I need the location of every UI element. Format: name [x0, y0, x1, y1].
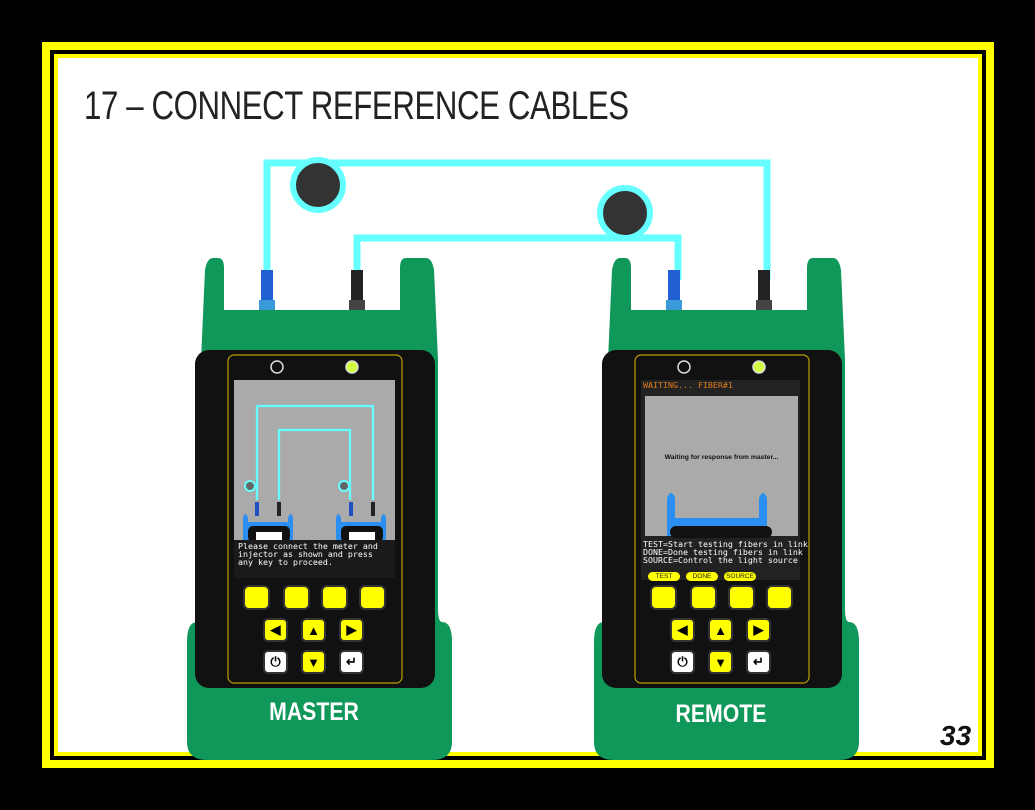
remote-test-button[interactable]	[650, 585, 677, 610]
power-icon: ⏻	[677, 654, 688, 669]
cable-inner	[353, 234, 682, 280]
reference-cables	[263, 159, 771, 280]
led-on	[345, 360, 359, 374]
remote-enter-button[interactable]: ↵	[746, 650, 771, 674]
arrow-right-icon: ▶	[346, 622, 357, 637]
softkey-label-done: DONE	[686, 572, 718, 581]
arrow-right-icon: ▶	[753, 622, 764, 637]
arrow-left-icon: ◀	[270, 622, 281, 637]
master-softkey-1[interactable]	[243, 585, 270, 610]
led-off	[270, 360, 284, 374]
remote-up-button[interactable]: ▲	[708, 618, 733, 642]
page-number: 33	[940, 720, 972, 751]
cable-outer	[263, 159, 771, 280]
master-enter-button[interactable]: ↵	[339, 650, 364, 674]
remote-screen	[641, 380, 800, 580]
remote-source-button[interactable]	[728, 585, 755, 610]
master-softkey-3[interactable]	[321, 585, 348, 610]
arrow-down-icon: ▼	[307, 654, 320, 670]
master-softkey-4[interactable]	[359, 585, 386, 610]
mandrel-1	[290, 157, 346, 213]
remote-power-button[interactable]: ⏻	[670, 650, 695, 674]
arrow-up-icon: ▲	[714, 622, 727, 638]
master-label: MASTER	[269, 698, 359, 726]
remote-waiting-message: Waiting for response from master...	[664, 454, 779, 461]
remote-done-button[interactable]	[690, 585, 717, 610]
enter-icon: ↵	[346, 654, 357, 669]
remote-help-text: TEST=Start testing fibers in link DONE=D…	[643, 539, 808, 565]
remote-softkey-4[interactable]	[766, 585, 793, 610]
remote-right-button[interactable]: ▶	[746, 618, 771, 642]
softkey-label-test: TEST	[648, 572, 680, 581]
master-screen-message: Please connect the meter and injector as…	[238, 541, 378, 567]
enter-icon: ↵	[753, 654, 764, 669]
remote-left-button[interactable]: ◀	[670, 618, 695, 642]
arrow-left-icon: ◀	[677, 622, 688, 637]
remote-status: WAITING... FIBER#1	[643, 380, 733, 390]
remote-down-button[interactable]: ▼	[708, 650, 733, 674]
master-softkey-2[interactable]	[283, 585, 310, 610]
master-left-button[interactable]: ◀	[263, 618, 288, 642]
master-down-button[interactable]: ▼	[301, 650, 326, 674]
softkey-label-source: SOURCE	[724, 572, 756, 581]
master-right-button[interactable]: ▶	[339, 618, 364, 642]
power-icon: ⏻	[270, 654, 281, 669]
arrow-down-icon: ▼	[714, 654, 727, 670]
page-title: 17 – CONNECT REFERENCE CABLES	[84, 84, 629, 128]
arrow-up-icon: ▲	[307, 622, 320, 638]
remote-label: REMOTE	[675, 700, 767, 728]
master-up-button[interactable]: ▲	[301, 618, 326, 642]
master-screen	[234, 380, 395, 578]
master-power-button[interactable]: ⏻	[263, 650, 288, 674]
mandrel-2	[597, 185, 653, 241]
